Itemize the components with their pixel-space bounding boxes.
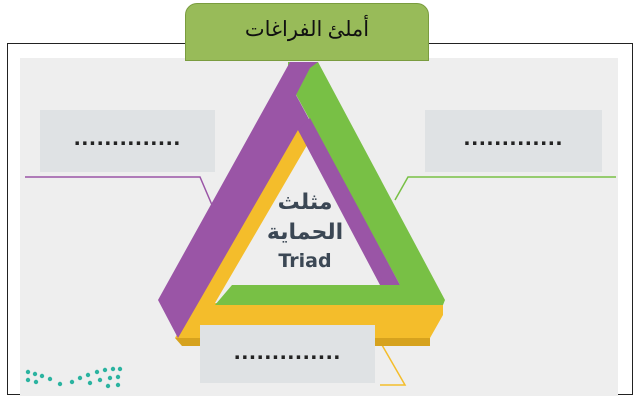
yellow-side [175, 116, 443, 338]
purple-inner-edge [298, 118, 400, 285]
center-label-line1: مثلث [277, 190, 333, 215]
right-connector-line [394, 176, 616, 201]
green-side [215, 62, 445, 305]
blank-box-bottom[interactable]: .............. [200, 325, 375, 383]
bottom-connector-line [377, 337, 407, 386]
blank-box-left[interactable]: .............. [40, 110, 215, 172]
left-connector-line [25, 176, 213, 206]
ministry-logo-dots [25, 366, 123, 389]
blank-bottom-text: .............. [233, 338, 342, 365]
blank-right-text: ............. [463, 124, 564, 151]
center-label-line2: الحماية [266, 220, 344, 245]
blank-left-text: .............. [73, 124, 182, 151]
center-label-line3: Triad [278, 250, 332, 272]
triad-center-label: مثلث الحماية Triad [250, 188, 360, 274]
page-title: أملئ الفراغات [244, 17, 370, 41]
title-tab: أملئ الفراغات [185, 3, 429, 61]
blank-box-right[interactable]: ............. [425, 110, 602, 172]
